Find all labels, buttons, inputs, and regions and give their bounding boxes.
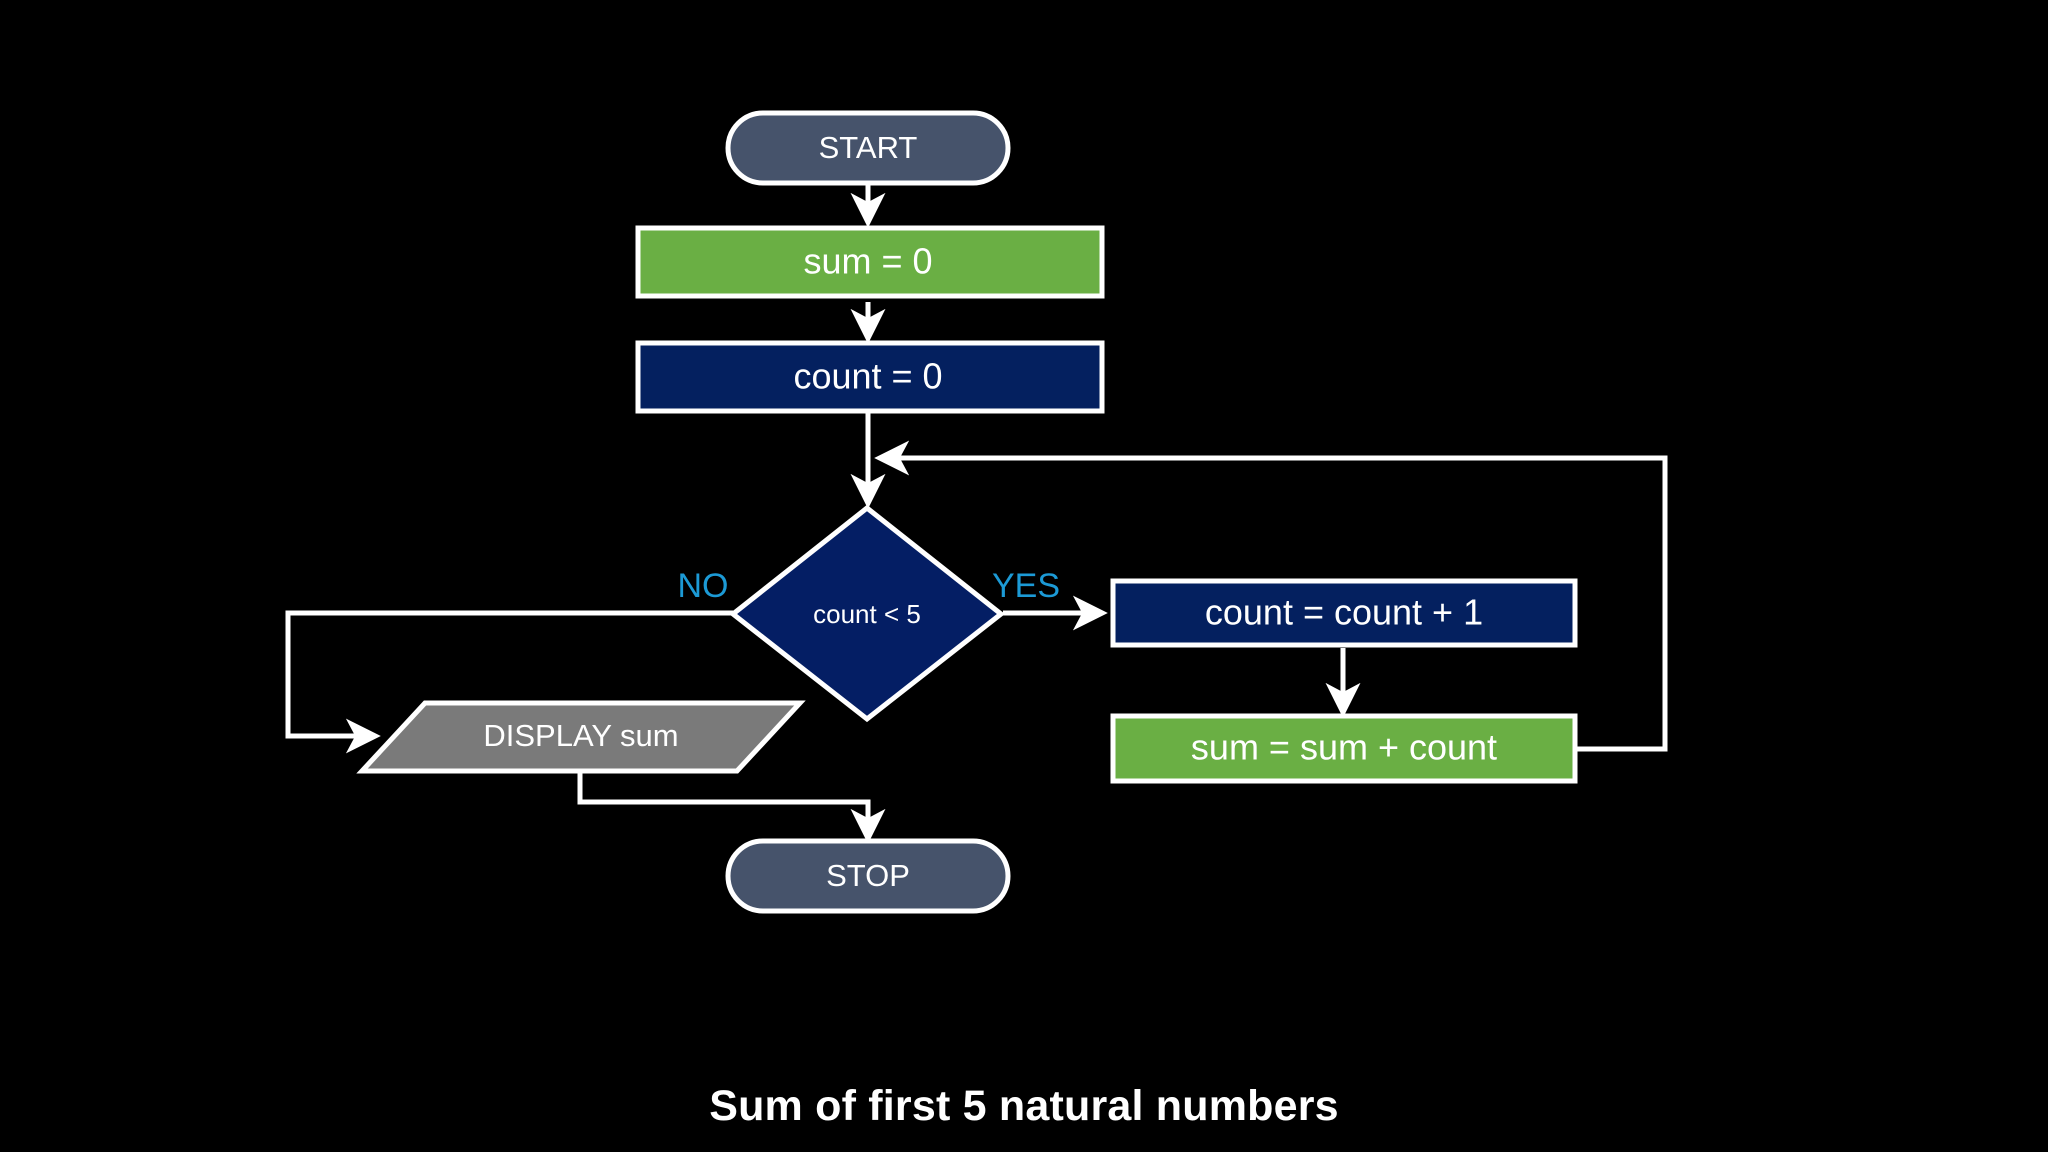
- node-count-init[interactable]: count = 0: [635, 340, 1105, 414]
- branch-label-no: NO: [678, 567, 729, 605]
- sum-acc-label: sum = sum + count: [1191, 727, 1497, 768]
- node-display-sum[interactable]: DISPLAY sum: [356, 700, 806, 774]
- count-inc-label: count = count + 1: [1205, 592, 1483, 633]
- edge-decision-no-to-display: [285, 610, 733, 754]
- branch-label-yes: YES: [992, 567, 1060, 605]
- node-sum-acc[interactable]: sum = sum + count: [1110, 713, 1578, 784]
- node-decision[interactable]: count < 5: [728, 504, 1006, 723]
- node-count-inc[interactable]: count = count + 1: [1110, 578, 1578, 648]
- decision-shape: [728, 504, 1006, 723]
- count-inc-shape: [1110, 578, 1578, 648]
- edge-display-to-stop: [577, 768, 886, 844]
- decision-label: count < 5: [813, 599, 921, 629]
- count-init-shape: [635, 340, 1105, 414]
- connector-layer: [285, 183, 1668, 844]
- count-init-label: count = 0: [793, 356, 942, 397]
- display-sum-shape: [356, 700, 806, 774]
- display-sum-label: DISPLAY sum: [483, 718, 678, 753]
- node-stop[interactable]: STOP: [725, 838, 1011, 914]
- edge-sum-acc-loop-back: [874, 440, 1668, 752]
- start-shape: [725, 110, 1011, 186]
- node-sum-init[interactable]: sum = 0: [635, 225, 1105, 299]
- diagram-caption: Sum of first 5 natural numbers: [709, 1082, 1339, 1130]
- sum-init-shape: [635, 225, 1105, 299]
- sum-acc-shape: [1110, 713, 1578, 784]
- start-label: START: [819, 130, 918, 165]
- sum-init-label: sum = 0: [803, 241, 932, 282]
- stop-label: STOP: [826, 858, 910, 893]
- stop-shape: [725, 838, 1011, 914]
- node-start[interactable]: START: [725, 110, 1011, 186]
